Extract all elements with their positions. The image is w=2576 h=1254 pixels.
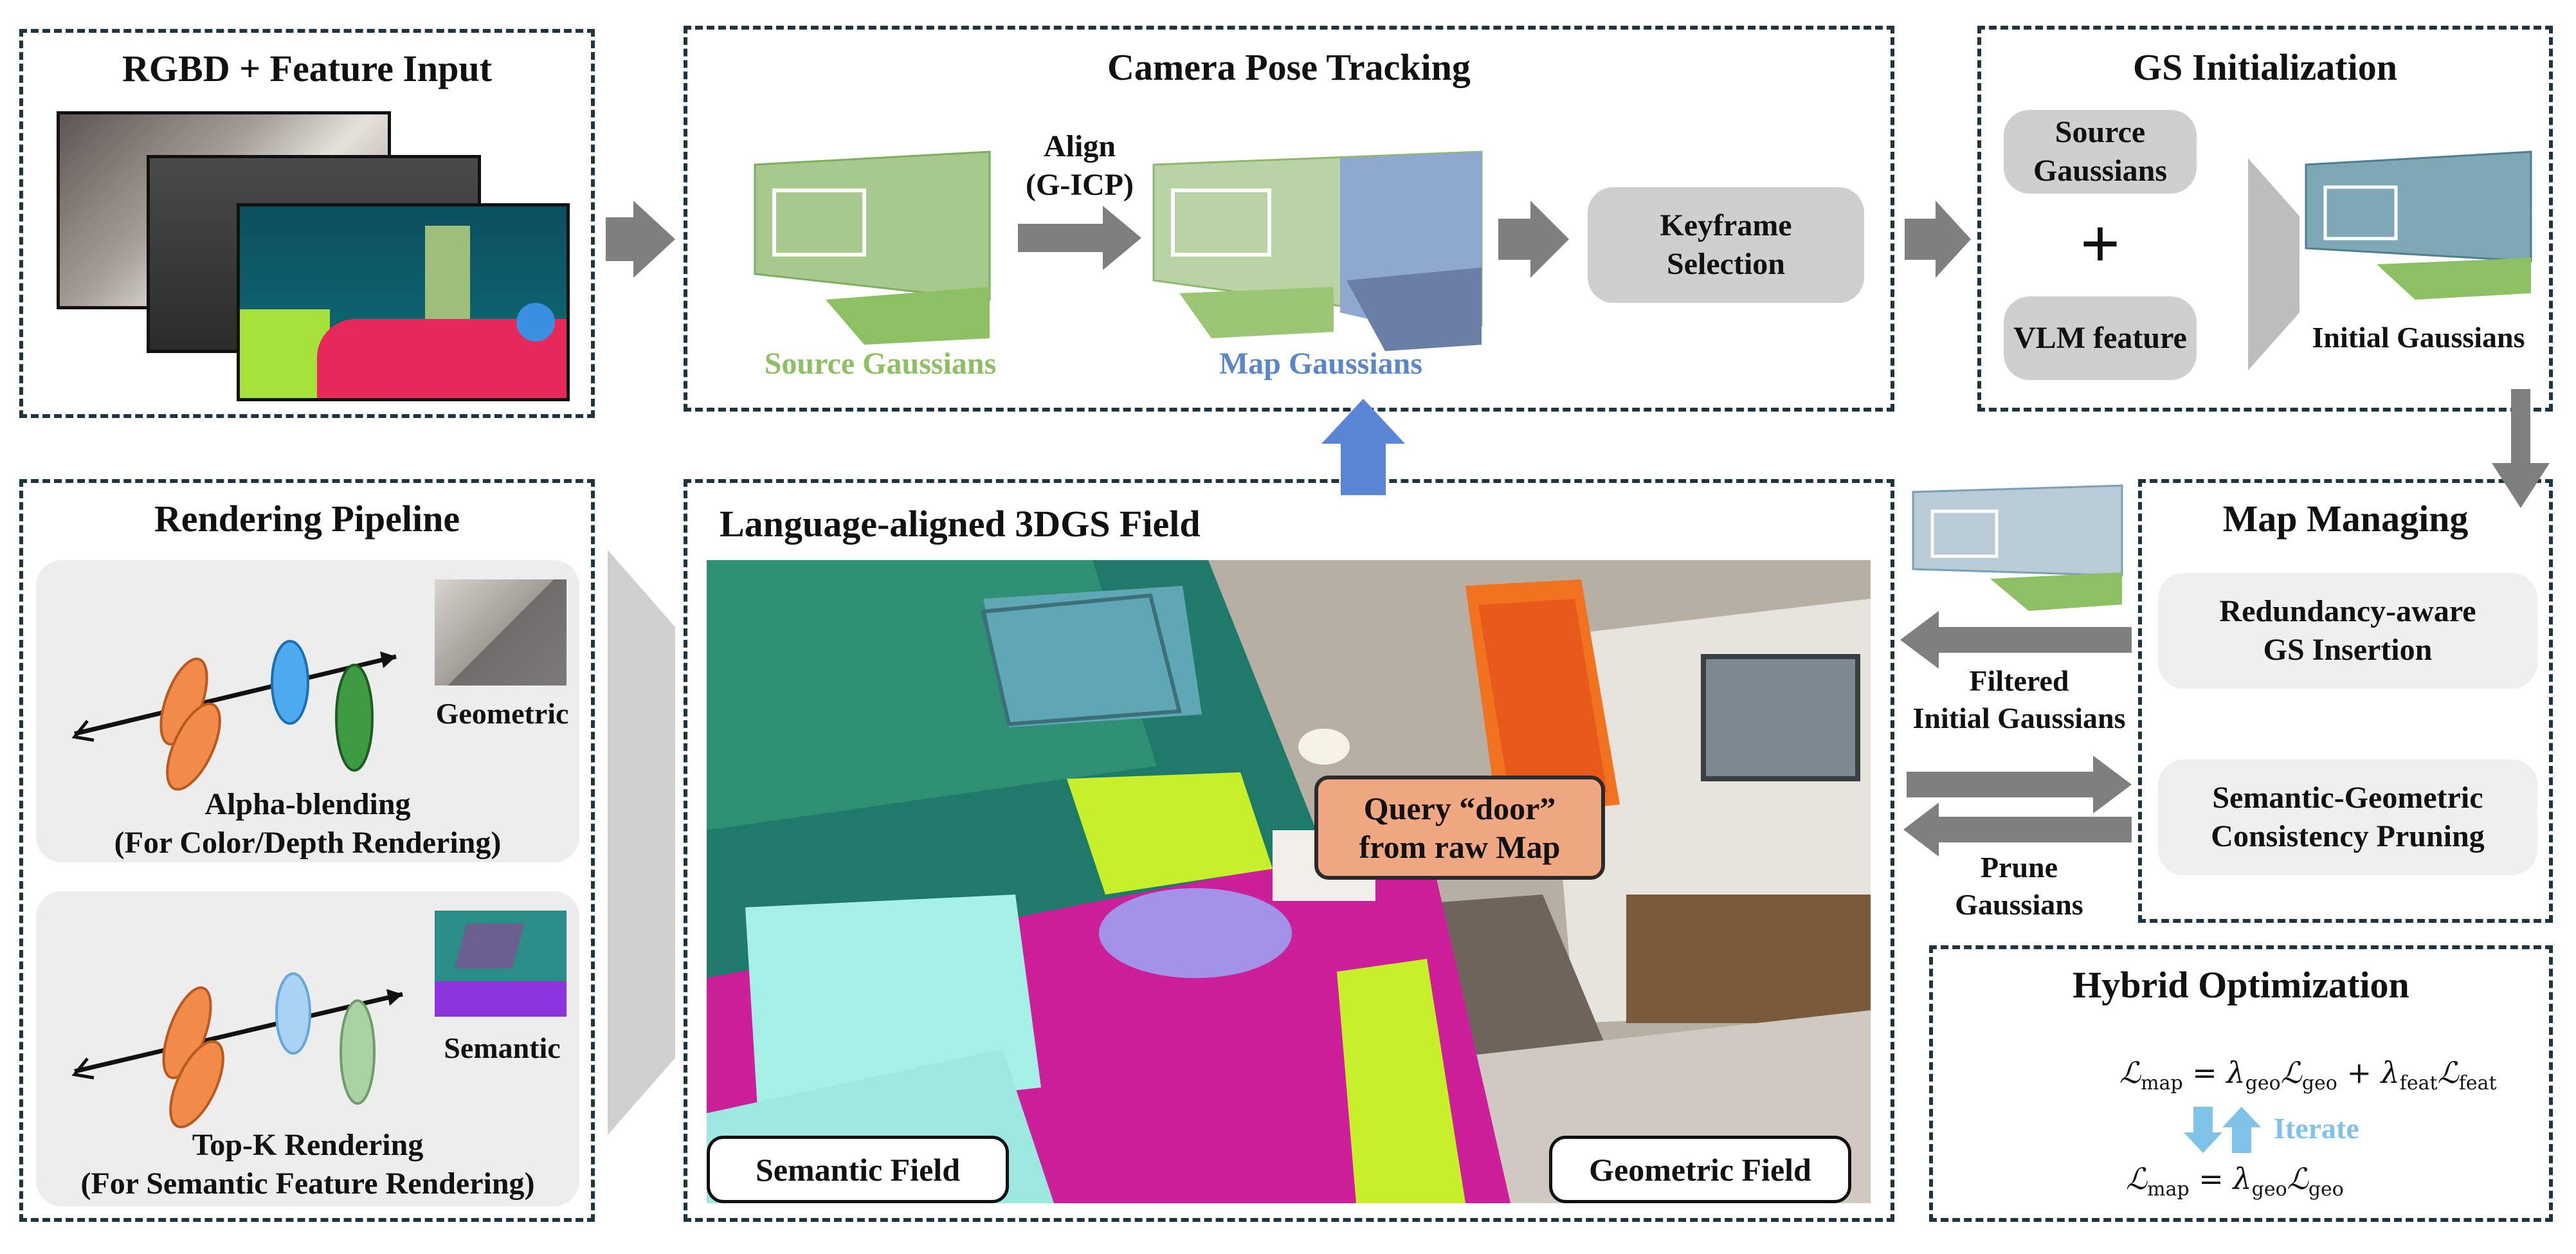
full-loss-equation: ℒmap = λgeoℒgeo + λfeatℒfeat [2119,1055,2497,1095]
topk-ray-diagram [71,972,403,1129]
init-title: GS Initialization [2133,46,2397,88]
geometric-render-thumbnail [435,579,567,686]
initial-gaussians-label: Initial Gaussians [2312,321,2525,354]
iterate-label: Iterate [2274,1112,2359,1145]
merge-funnel [2248,158,2299,370]
field-panel: Language-aligned 3DGS Field [684,479,1894,1222]
scene-render [707,560,1871,1203]
arrow-field-to-tracking [1321,399,1405,495]
scene-view [707,560,1871,1203]
alpha-ray-diagram [71,640,397,791]
arrow-input-to-tracking [606,201,675,278]
arrow-filtered-left [1900,611,2132,669]
arrow-prune-right [1907,756,2132,813]
semantic-label: Semantic [444,1031,561,1064]
map-title: Map Managing [2222,498,2469,540]
input-panel: RGBD + Feature Input [19,29,595,418]
initial-gaussians-cloud [2305,150,2532,300]
arrow-tracking-to-init [1905,201,1971,278]
filtered-gaussians-cloud [1912,484,2123,611]
geometric-label: Geometric [435,697,569,730]
vlm-feature-box: VLM feature [2004,296,2197,380]
query-box: Query “door”from raw Map [1314,776,1605,880]
topk-label: Top-K Rendering(For Semantic Feature Ren… [80,1128,535,1201]
arrow-align [1018,206,1141,270]
source-gaussians-label: Source Gaussians [764,347,997,381]
tracking-panel: Camera Pose Tracking Source Gaussians Al… [684,26,1894,412]
iterate-arrows-icon [2184,1107,2261,1153]
plus-sign: + [2080,204,2121,283]
render-title: Rendering Pipeline [154,498,460,540]
map-gaussians-cloud [1152,150,1483,351]
optim-title: Hybrid Optimization [2073,964,2409,1006]
input-title: RGBD + Feature Input [122,48,492,89]
arrow-prune-left [1903,803,2132,857]
feature-frame [237,203,570,401]
source-gaussians-cloud [754,150,991,345]
semantic-render-thumbnail [435,911,567,1017]
geo-loss-equation: ℒmap = λgeoℒgeo [2126,1161,2344,1201]
tracking-title: Camera Pose Tracking [1107,46,1471,88]
semantic-field-label: Semantic Field [707,1136,1009,1203]
align-label: Align(G-ICP) [1026,129,1134,202]
map-gaussians-label: Map Gaussians [1219,347,1423,381]
geometric-field-label: Geometric Field [1549,1136,1851,1203]
render-panel: Rendering Pipeline Geometric Alpha-blend… [19,479,595,1222]
render-to-field-wedge [608,550,675,1135]
arrow-init-to-map [2492,389,2550,508]
alpha-blending-label: Alpha-blending(For Color/Depth Rendering… [114,787,502,860]
optim-panel: Hybrid Optimization ℒmap = λgeoℒgeo + λf… [1929,945,2553,1222]
field-title: Language-aligned 3DGS Field [720,503,1201,545]
arrow-to-keyframe [1498,201,1569,278]
